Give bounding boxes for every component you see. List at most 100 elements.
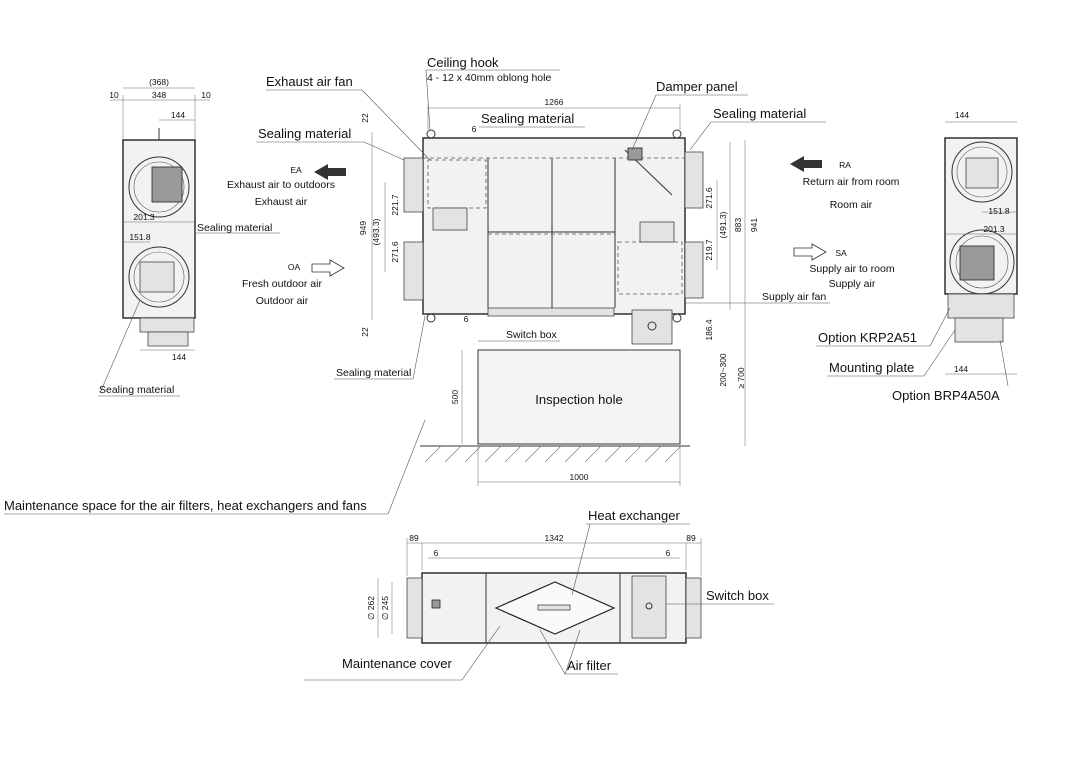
- duct-ra: [684, 151, 704, 209]
- dim-1266: 1266: [545, 97, 564, 107]
- dim-200-300: 200~300: [718, 353, 728, 387]
- label-option-brp: Option BRP4A50A: [892, 388, 1000, 403]
- dim-6-bottom-right: 6: [666, 548, 671, 558]
- label-switch-box-bottom: Switch box: [706, 588, 769, 603]
- inspection-hole-box: [477, 349, 681, 445]
- label-return-air-from-room: Return air from room: [803, 176, 900, 188]
- dim-1000: 1000: [570, 472, 589, 482]
- inspection-hole-area: Inspection hole 1000 500: [420, 349, 690, 486]
- option-brp-box: [954, 317, 1004, 343]
- label-supply-air-to-room: Supply air to room: [809, 263, 894, 275]
- outdoor-arrow-icon: [311, 259, 345, 277]
- dim-883: 883: [733, 218, 743, 232]
- outdoor-airflow-group: OA Fresh outdoor air Outdoor air: [242, 259, 345, 307]
- dim-941: 941: [749, 218, 759, 232]
- dim-949: 949: [358, 221, 368, 235]
- exhaust-arrow-icon: [314, 164, 346, 180]
- dim-10-right: 10: [201, 90, 211, 100]
- label-switch-box-top: Switch box: [506, 329, 558, 341]
- dim-219: 219.7: [704, 239, 714, 261]
- left-upper-fan: [151, 166, 183, 203]
- supply-airflow-group: SA Supply air to room Supply air: [793, 243, 895, 290]
- left-upper-duct: [128, 156, 190, 218]
- damper-panel-part: [627, 147, 643, 161]
- label-sealing-material-right: Sealing material: [713, 106, 806, 121]
- dim-271-right: 271.6: [704, 187, 714, 209]
- bottom-switch-box: [631, 575, 667, 639]
- dim-271-left: 271.6: [390, 241, 400, 263]
- label-maintenance-space: Maintenance space for the air filters, h…: [4, 498, 367, 513]
- left-lower-duct: [128, 246, 190, 308]
- ceiling-hook-icon: [426, 129, 436, 139]
- dim-201-right: 201.3: [983, 224, 1005, 234]
- label-exhaust-air-fan: Exhaust air fan: [266, 74, 353, 89]
- bottom-view: 89 1342 89 6 6 ∅ 262 ∅ 245 Heat exchange…: [304, 508, 774, 681]
- left-side-view: (368) 10 348 10 144 201.3 151.8 144 Seal…: [98, 77, 280, 397]
- dim-22-top: 22: [360, 113, 370, 123]
- dim-245: ∅ 245: [380, 596, 390, 620]
- label-ra: RA: [839, 160, 851, 170]
- duct-sa: [684, 241, 704, 299]
- dim-491: (491.3): [718, 211, 728, 238]
- dim-1342: 1342: [545, 533, 564, 543]
- return-airflow-group: RA Return air from room Room air: [790, 156, 900, 211]
- dim-700: ≥ 700: [736, 367, 746, 388]
- label-room-air: Room air: [830, 199, 873, 211]
- label-ea: EA: [290, 165, 302, 175]
- right-upper-duct: [951, 141, 1013, 203]
- main-dimensions: 1266 22 22 6 6 949 (493.3) 221.7 271.6 2…: [358, 97, 759, 446]
- label-mounting-plate: Mounting plate: [829, 360, 914, 375]
- dim-201-left: 201.3: [133, 212, 155, 222]
- dim-500: 500: [450, 390, 460, 404]
- label-outdoor-air: Outdoor air: [256, 295, 309, 307]
- right-side-view: 144 151.8 201.3 144 Option KRP2A51 Mount…: [816, 110, 1018, 403]
- return-arrow-icon: [790, 156, 822, 172]
- label-sealing-material-left-mid: Sealing material: [197, 222, 272, 234]
- bottom-right-duct: [685, 577, 702, 639]
- label-oa: OA: [288, 262, 301, 272]
- dim-6-bottom: 6: [464, 314, 469, 324]
- label-supply-air: Supply air: [829, 278, 876, 290]
- dim-10-left: 10: [109, 90, 119, 100]
- label-fresh-outdoor-air: Fresh outdoor air: [242, 278, 322, 290]
- label-supply-air-fan: Supply air fan: [762, 291, 826, 303]
- duct-oa: [403, 241, 424, 301]
- dim-151-right: 151.8: [988, 206, 1010, 216]
- label-air-filter: Air filter: [567, 658, 612, 673]
- label-ceiling-hook: Ceiling hook: [427, 55, 499, 70]
- dim-6-bottom-left: 6: [434, 548, 439, 558]
- dim-493: (493.3): [371, 218, 381, 245]
- label-heat-exchanger: Heat exchanger: [588, 508, 680, 523]
- main-top-view: [403, 129, 704, 345]
- supply-arrow-icon: [793, 243, 827, 261]
- dim-262: ∅ 262: [366, 596, 376, 620]
- dim-144-left-bottom: 144: [172, 352, 186, 362]
- label-damper-panel: Damper panel: [656, 79, 738, 94]
- label-exhaust-air: Exhaust air: [255, 196, 308, 208]
- right-lower-fan: [959, 245, 995, 281]
- label-sa: SA: [835, 248, 847, 258]
- exhaust-airflow-group: EA Exhaust air to outdoors Exhaust air: [227, 164, 346, 208]
- dim-221: 221.7: [390, 194, 400, 216]
- label-sealing-material-left-view: Sealing material: [99, 384, 174, 396]
- label-option-krp: Option KRP2A51: [818, 330, 917, 345]
- main-labels: Ceiling hook 4 - 12 x 40mm oblong hole E…: [256, 55, 830, 380]
- dim-186: 186.4: [704, 319, 714, 341]
- dim-144-left-top: 144: [171, 110, 185, 120]
- label-maintenance-cover: Maintenance cover: [342, 656, 453, 671]
- label-exhaust-to-outdoors: Exhaust air to outdoors: [227, 179, 335, 191]
- dim-348: 348: [152, 90, 166, 100]
- label-sealing-material-bottom: Sealing material: [336, 367, 411, 379]
- label-inspection-hole: Inspection hole: [535, 392, 622, 407]
- label-sealing-material-top: Sealing material: [481, 111, 574, 126]
- label-sealing-material-left: Sealing material: [258, 126, 351, 141]
- dim-22-bottom: 22: [360, 327, 370, 337]
- bottom-left-duct: [406, 577, 423, 639]
- dim-89-right: 89: [686, 533, 696, 543]
- switch-box-part: [631, 309, 673, 345]
- dim-368: (368): [149, 77, 169, 87]
- dim-151-left: 151.8: [129, 232, 151, 242]
- duct-ea: [403, 157, 424, 213]
- option-krp-box: [947, 293, 1015, 319]
